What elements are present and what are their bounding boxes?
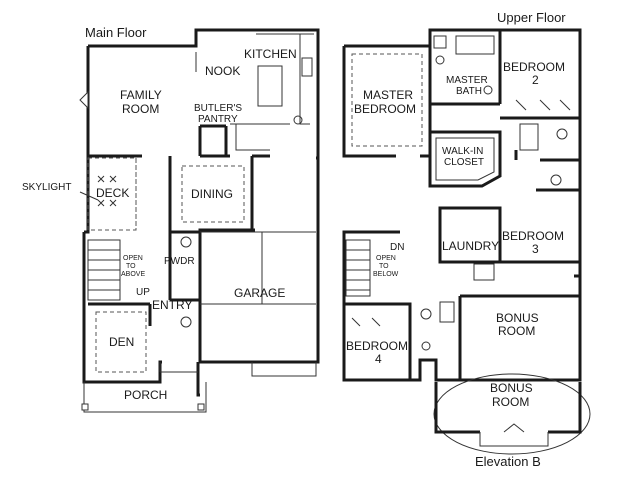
label-laundry: LAUNDRY	[442, 239, 499, 253]
label-open-below-1: OPEN	[376, 255, 396, 262]
porch-post	[81, 403, 89, 411]
bedroom-4-wall	[344, 302, 412, 380]
label-elev-bonus-1: BONUS	[490, 381, 533, 395]
label-open-above-1: OPEN	[123, 255, 143, 262]
upper-stairs	[345, 239, 371, 297]
label-bedroom-2-2: 2	[532, 73, 539, 87]
upper-floor-plan: Upper Floor	[342, 10, 582, 382]
elevation-bonus-wall	[434, 382, 582, 434]
label-bedroom-4-2: 4	[375, 352, 382, 366]
label-pwdr: PWDR	[164, 256, 195, 267]
label-up: UP	[136, 287, 150, 298]
label-skylight: SKYLIGHT	[22, 182, 71, 193]
label-bedroom-3-2: 3	[532, 242, 539, 256]
main-floor-title: Main Floor	[85, 25, 147, 40]
label-butlers-1: BUTLER'S	[194, 103, 242, 114]
porch-outline	[83, 382, 207, 413]
porch-post	[197, 403, 205, 411]
label-bonus-2: ROOM	[498, 324, 535, 338]
label-walkin-1: WALK-IN	[442, 146, 483, 157]
main-stairs	[87, 239, 121, 301]
label-deck: DECK	[96, 186, 129, 200]
laundry-wall	[438, 206, 502, 264]
bonus-room-wall	[458, 294, 580, 380]
garage-detail	[200, 231, 316, 305]
label-master-bath-2: BATH	[456, 86, 482, 97]
label-open-above-3: ABOVE	[121, 271, 145, 278]
bath-3-tub	[439, 301, 455, 323]
den-wall	[88, 302, 152, 326]
label-family-2: ROOM	[122, 102, 159, 116]
label-dining: DINING	[191, 187, 233, 201]
master-bath-wall	[430, 30, 502, 106]
shower-icon	[433, 35, 447, 49]
label-open-above-2: TO	[126, 263, 136, 270]
toilet-icon	[180, 236, 192, 248]
dining-ceiling-outline	[181, 165, 245, 223]
master-sink-icon	[435, 55, 445, 65]
label-open-below-3: BELOW	[373, 271, 399, 278]
label-kitchen: KITCHEN	[244, 47, 297, 61]
upper-floor-exterior-wall	[342, 28, 582, 382]
walk-in-closet-wall	[428, 130, 502, 188]
closet-shelf	[435, 137, 495, 181]
label-bonus-1: BONUS	[496, 311, 539, 325]
master-ceiling-outline	[351, 53, 423, 147]
range-icon	[301, 57, 313, 77]
upper-floor-title: Upper Floor	[497, 10, 566, 25]
bath-2-wall	[514, 150, 580, 162]
label-dn: DN	[390, 242, 404, 253]
label-nook: NOOK	[205, 64, 240, 78]
den-ceiling-outline	[95, 311, 147, 373]
garage-apron	[251, 362, 317, 377]
label-master-bath-1: MASTER	[446, 75, 488, 86]
label-walkin-2: CLOSET	[444, 157, 484, 168]
fireplace-icon	[79, 90, 89, 110]
entry-step	[159, 362, 198, 373]
kitchen-island	[257, 65, 283, 107]
label-master-bedroom-1: MASTER	[363, 88, 413, 102]
elevation-b-title: Elevation B	[475, 454, 541, 469]
label-elev-bonus-2: ROOM	[492, 395, 529, 409]
label-garage: GARAGE	[234, 286, 285, 300]
powder-room-wall	[168, 232, 200, 302]
label-family-1: FAMILY	[120, 88, 162, 102]
label-entry: ENTRY	[152, 298, 192, 312]
label-open-below-2: TO	[379, 263, 389, 270]
elevation-bay	[479, 432, 549, 447]
elevation-b-oval	[433, 373, 591, 455]
label-bedroom-2-1: BEDROOM	[503, 60, 565, 74]
bedroom-2-door-swing	[515, 99, 571, 111]
bedroom-4-closet	[351, 317, 381, 327]
elevation-b-inset: BONUS ROOM Elevation B	[433, 373, 591, 469]
butlers-pantry-wall	[198, 124, 228, 156]
label-den: DEN	[109, 335, 134, 349]
label-master-bedroom-2: BEDROOM	[354, 102, 416, 116]
sink-icon	[293, 115, 303, 125]
entry-fixture-icon	[180, 316, 192, 328]
main-floor-plan: Main Floor	[22, 25, 320, 413]
label-porch: PORCH	[124, 388, 167, 402]
label-bedroom-3-1: BEDROOM	[502, 229, 564, 243]
bath-2-toilet	[556, 128, 568, 140]
bath-3-sink	[421, 341, 431, 351]
hall-sink	[550, 174, 562, 186]
bath-3-toilet	[420, 308, 432, 320]
laundry-sink	[473, 263, 495, 281]
label-bedroom-4-1: BEDROOM	[346, 339, 408, 353]
bathtub-icon	[455, 35, 495, 55]
skylight-icon	[79, 175, 117, 207]
bath-2-tub	[519, 123, 539, 151]
elevation-door-swing	[503, 423, 525, 433]
label-butlers-2: PANTRY	[198, 114, 238, 125]
master-toilet-icon	[483, 85, 493, 95]
